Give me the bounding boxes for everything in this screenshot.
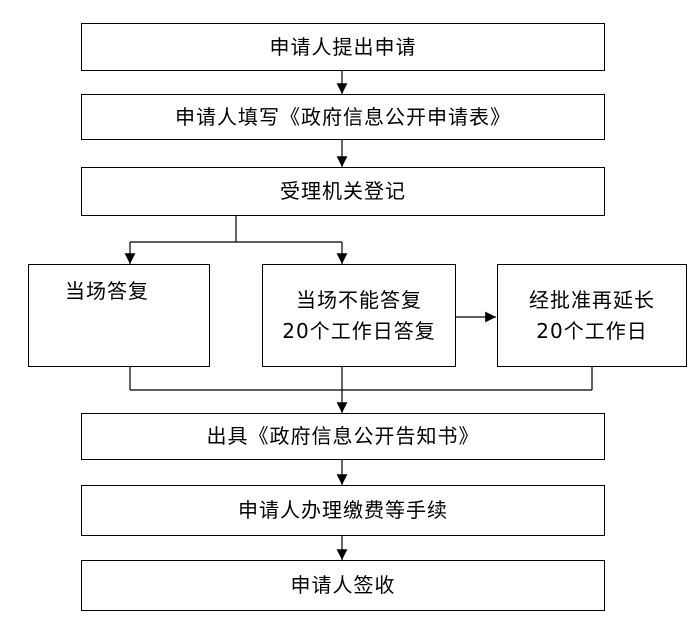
branch-deferred-reply-line1: 当场不能答复 <box>296 287 422 312</box>
step-issue-notice-label: 出具《政府信息公开告知书》 <box>206 424 480 448</box>
step-sign-receipt-label: 申请人签收 <box>290 573 396 597</box>
step-register-label: 受理机关登记 <box>280 179 406 203</box>
step-payment-procedures: 申请人办理缴费等手续 <box>81 485 605 536</box>
step-sign-receipt: 申请人签收 <box>81 560 605 611</box>
branch-deferred-reply: 当场不能答复 20个工作日答复 <box>262 264 456 367</box>
branch-immediate-reply: 当场答复 <box>28 264 210 367</box>
step-register: 受理机关登记 <box>81 167 605 216</box>
branch-immediate-reply-label: 当场答复 <box>65 279 149 303</box>
step-submit-application: 申请人提出申请 <box>81 23 605 71</box>
branch-extension: 经批准再延长 20个工作日 <box>497 264 687 367</box>
step-fill-form: 申请人填写《政府信息公开申请表》 <box>81 94 605 140</box>
step-issue-notice: 出具《政府信息公开告知书》 <box>81 413 605 460</box>
branch-deferred-reply-line2: 20个工作日答复 <box>282 318 436 343</box>
step-submit-application-label: 申请人提出申请 <box>269 34 417 59</box>
branch-extension-line1: 经批准再延长 <box>529 287 655 312</box>
step-fill-form-label: 申请人填写《政府信息公开申请表》 <box>175 104 511 129</box>
branch-extension-line2: 20个工作日 <box>536 318 648 343</box>
step-payment-procedures-label: 申请人办理缴费等手续 <box>238 498 448 522</box>
